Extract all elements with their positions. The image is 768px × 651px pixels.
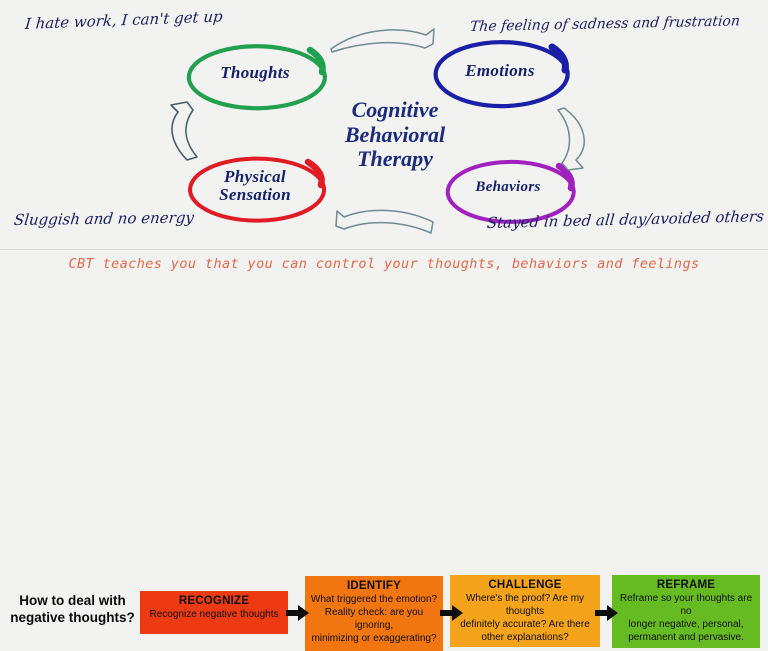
ellipse-behaviors [445, 159, 576, 224]
ellipse-thoughts [186, 44, 327, 111]
arrow-physical-to-thoughts [170, 101, 198, 161]
flowchart-question: How to deal with negative thoughts? [10, 593, 135, 625]
ellipse-physical-sensation [188, 156, 326, 223]
flow-step-recognize-body: Recognize negative thoughts [149, 609, 279, 621]
flow-step-identify-body: What triggered the emotion? Reality chec… [310, 594, 438, 644]
cbt-cycle-diagram: Thoughts Emotions Physical Sensation Beh… [0, 0, 768, 250]
flow-step-challenge-body: Where's the proof? Are my thoughts defin… [460, 593, 590, 643]
flow-arrow-3 [595, 605, 618, 621]
negative-thoughts-flowchart: How to deal with negative thoughts? RECO… [0, 285, 768, 651]
flow-step-reframe[interactable]: REFRAME Reframe so your thoughts are no … [612, 575, 760, 648]
flow-step-reframe-title: REFRAME [656, 579, 716, 591]
flow-step-identify[interactable]: IDENTIFY What triggered the emotion? Rea… [305, 576, 443, 651]
flow-step-recognize-title: RECOGNIZE [178, 595, 250, 607]
section-divider [0, 249, 768, 250]
arrow-thoughts-to-emotions [330, 28, 435, 53]
flow-step-recognize[interactable]: RECOGNIZE Recognize negative thoughts [140, 591, 288, 634]
arrow-emotions-to-behaviors [557, 107, 585, 171]
flow-step-challenge-title: CHALLENGE [488, 579, 562, 591]
flow-step-challenge[interactable]: CHALLENGE Where's the proof? Are my thou… [450, 575, 600, 647]
cycle-svg [170, 28, 585, 234]
flow-arrow-2 [440, 605, 463, 621]
diagram-center-title: Cognitive Behavioral Therapy [344, 97, 446, 172]
flow-step-identify-title: IDENTIFY [347, 580, 401, 592]
flow-step-reframe-body: Reframe so your thoughts are no longer n… [619, 593, 753, 643]
ellipse-emotions [433, 40, 570, 109]
annotation-physical-sensation: Sluggish and no energy [13, 208, 195, 230]
flow-arrow-1 [286, 605, 309, 621]
arrow-behaviors-to-physical [335, 209, 434, 234]
cbt-tagline: CBT teaches you that you can control you… [68, 256, 700, 272]
